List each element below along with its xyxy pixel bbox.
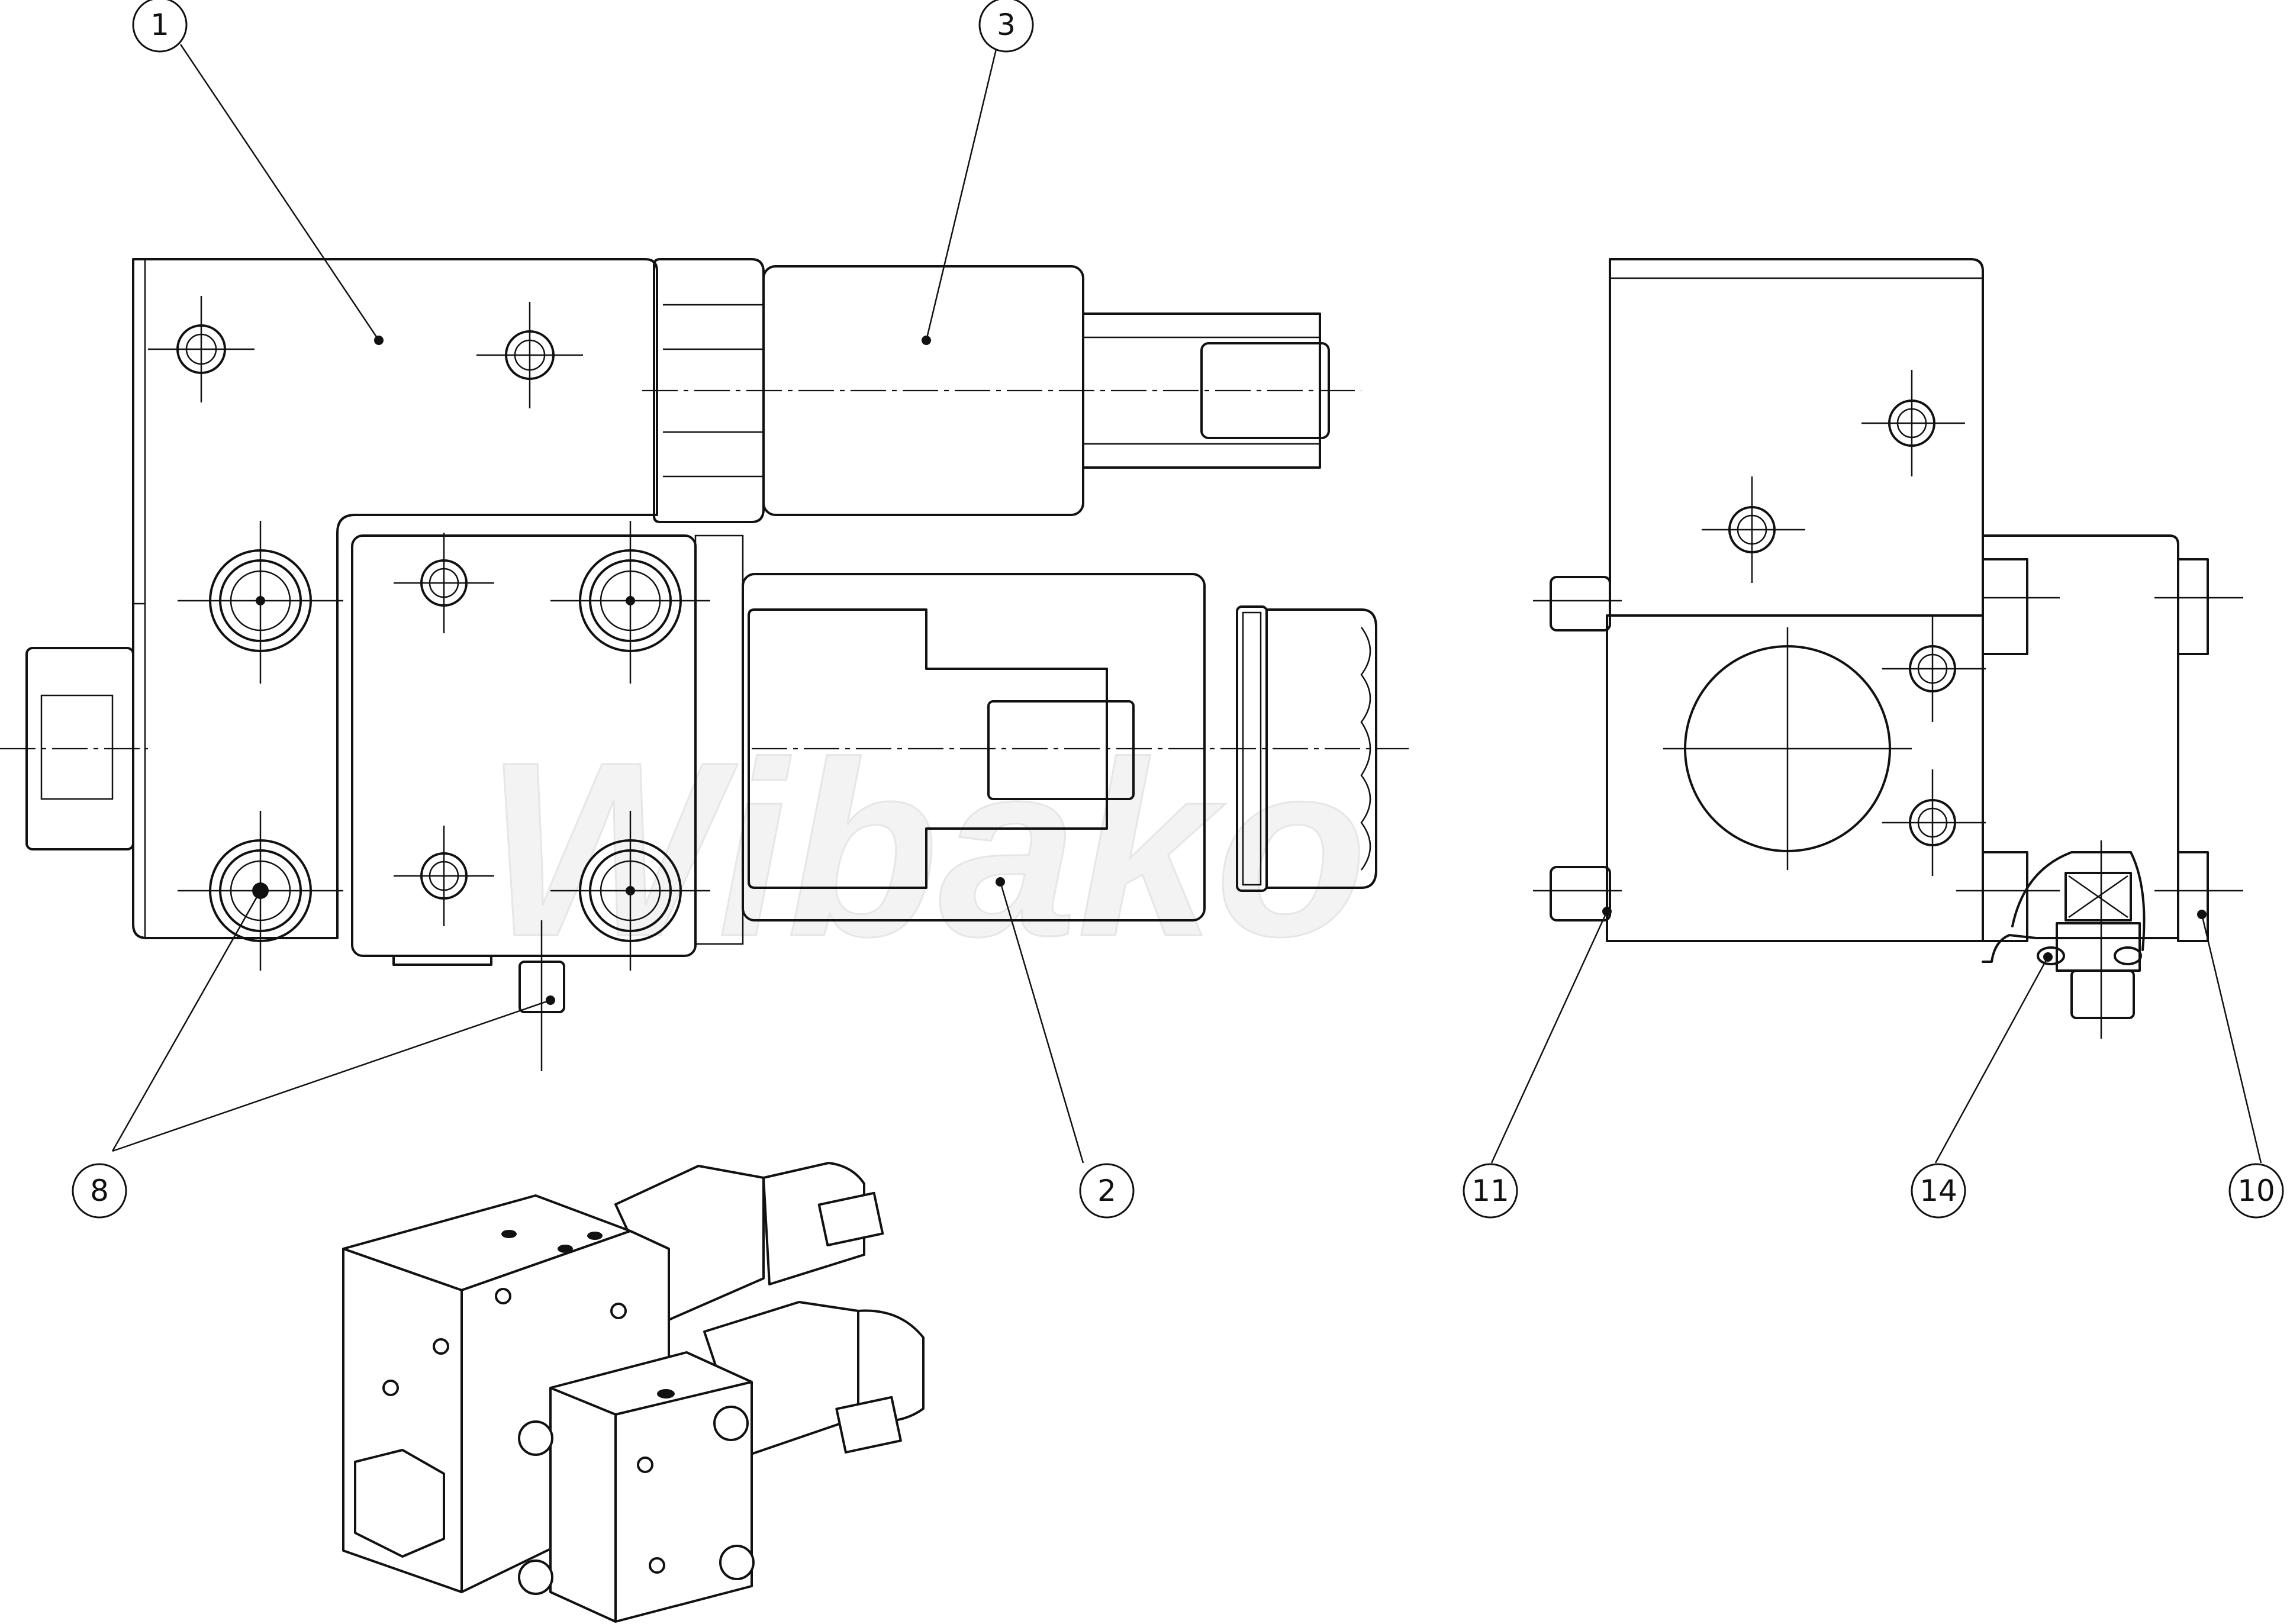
balloon-11-label: 11 xyxy=(1471,1174,1509,1208)
side-hole-a xyxy=(1861,370,1965,476)
balloon-10: 10 xyxy=(2228,1163,2284,1219)
iso-front-plate xyxy=(549,1351,753,1623)
solenoid-2-knob xyxy=(1265,608,1377,889)
hole-upper-left xyxy=(148,296,255,402)
side-view xyxy=(1533,258,2243,1039)
solenoid-2-coil xyxy=(742,573,1206,921)
balloon-3-label: 3 xyxy=(997,8,1016,42)
hole-plate-upper xyxy=(394,533,494,633)
balloon-2-label: 2 xyxy=(1097,1174,1116,1208)
side-body-upper xyxy=(1609,258,1984,617)
side-hole-d xyxy=(1882,769,1986,876)
balloon-14: 14 xyxy=(1911,1163,1966,1219)
side-hole-c xyxy=(1882,616,1986,722)
solenoid-3-nut xyxy=(653,258,765,523)
balloon-1: 1 xyxy=(132,0,188,53)
screw-left-upper xyxy=(178,521,343,684)
balloon-8: 8 xyxy=(72,1163,127,1219)
side-body-lower xyxy=(1606,614,1984,942)
balloon-2: 2 xyxy=(1079,1163,1135,1219)
balloon-1-label: 1 xyxy=(150,8,169,42)
hole-upper-mid xyxy=(476,302,583,408)
hole-plate-lower xyxy=(394,826,494,926)
balloon-10-label: 10 xyxy=(2237,1174,2275,1208)
balloon-8-label: 8 xyxy=(90,1174,109,1208)
balloon-11: 11 xyxy=(1463,1163,1518,1219)
check-valve-section xyxy=(2011,851,2146,951)
screw-plate-lower xyxy=(550,811,710,971)
check-valve-plug xyxy=(2070,969,2135,1019)
side-hole-b xyxy=(1702,476,1805,583)
leader-lines xyxy=(111,44,2262,1164)
balloon-14-label: 14 xyxy=(1919,1174,1957,1208)
balloon-3: 3 xyxy=(978,0,1034,53)
front-view xyxy=(0,258,1409,1071)
solenoid-2-connector xyxy=(748,608,1108,889)
screw-plate-upper xyxy=(550,521,710,684)
side-flange xyxy=(1982,534,2179,963)
isometric-view xyxy=(342,1162,925,1623)
